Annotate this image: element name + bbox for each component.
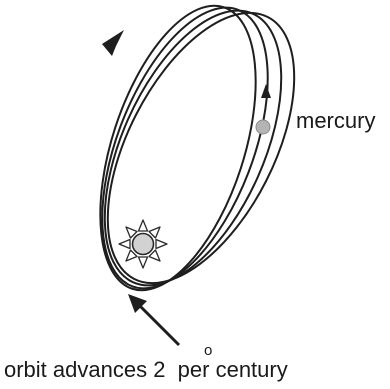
caption-rest: per century [172,357,288,382]
caption-main: orbit advances 2 [4,357,165,382]
planet-dot-icon [256,120,270,134]
orbit-direction-arrow-icon [102,30,124,56]
planet-label: mercury [296,110,375,132]
caption-degree-symbol: o [204,343,212,358]
planet-direction-arrow-icon [261,84,271,98]
caption: orbit advances 2 per century [4,359,288,381]
sun-icon [119,220,167,268]
perihelion-pointer-arrow-icon [128,294,179,345]
